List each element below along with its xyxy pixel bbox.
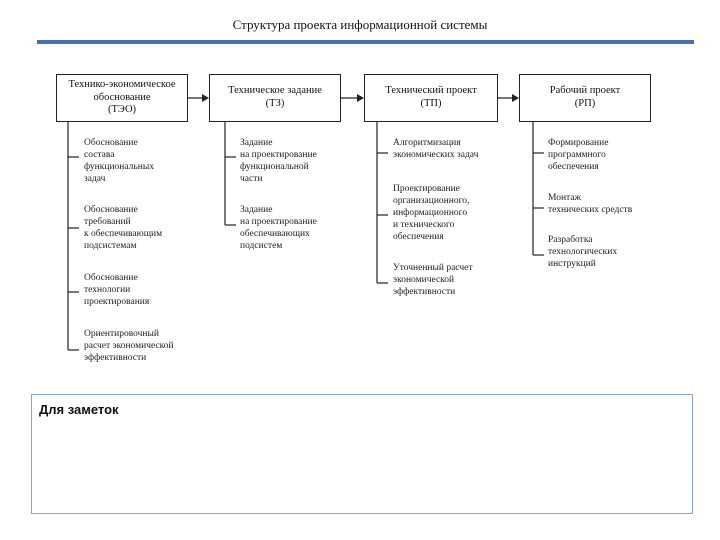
stage-box-teo: Технико-экономическое обоснование (ТЭО)	[56, 74, 188, 122]
rp-item: Разработка технологических инструкций	[548, 235, 618, 269]
notes-area[interactable]: Для заметок	[31, 394, 693, 514]
project-structure-diagram: Технико-экономическое обоснование (ТЭО) …	[56, 74, 651, 363]
teo-item: Обоснование состава функциональных задач	[84, 138, 154, 184]
stage-code: (РП)	[574, 98, 596, 109]
stage-arrow-head	[512, 94, 519, 102]
tz-item: Задание на проектирование функциональной…	[240, 138, 317, 184]
tz-item: Задание на проектирование обеспечивающих…	[240, 205, 317, 251]
rp-item: Монтаж технических средств	[548, 193, 633, 215]
teo-item: Обоснование требований к обеспечивающим …	[84, 205, 163, 251]
stage-arrow-head	[202, 94, 209, 102]
stage-code: (ТЗ)	[265, 98, 285, 109]
teo-item: Ориентировочный расчет экономической эфф…	[84, 329, 174, 363]
rp-item: Формирование программного обеспечения	[548, 138, 609, 172]
stage-title: Технико-экономическое обоснование	[68, 79, 176, 103]
page-title: Структура проекта информационной системы	[232, 17, 488, 32]
stage-code: (ТЭО)	[107, 104, 137, 116]
stage-arrow-head	[357, 94, 364, 102]
notes-label: Для заметок	[39, 402, 119, 417]
stage-title: Рабочий проект	[549, 85, 621, 97]
connector-lines	[67, 94, 544, 351]
tp-item: Уточненный расчет экономической эффектив…	[393, 263, 473, 297]
stage-box-tz: Техническое задание (ТЗ)	[209, 74, 341, 122]
stage-title: Техническое задание	[228, 85, 322, 97]
stage-box-rp: Рабочий проект (РП)	[519, 74, 651, 122]
stage-title: Технический проект	[385, 85, 477, 97]
stage-box-tp: Технический проект (ТП)	[364, 74, 498, 122]
title-underline	[37, 40, 694, 44]
stage-code: (ТП)	[420, 98, 442, 109]
tp-item: Проектирование организационного, информа…	[393, 184, 470, 242]
tp-item: Алгоритмизация экономических задач	[393, 138, 479, 160]
teo-item: Обоснование технологии проектирования	[84, 273, 150, 307]
